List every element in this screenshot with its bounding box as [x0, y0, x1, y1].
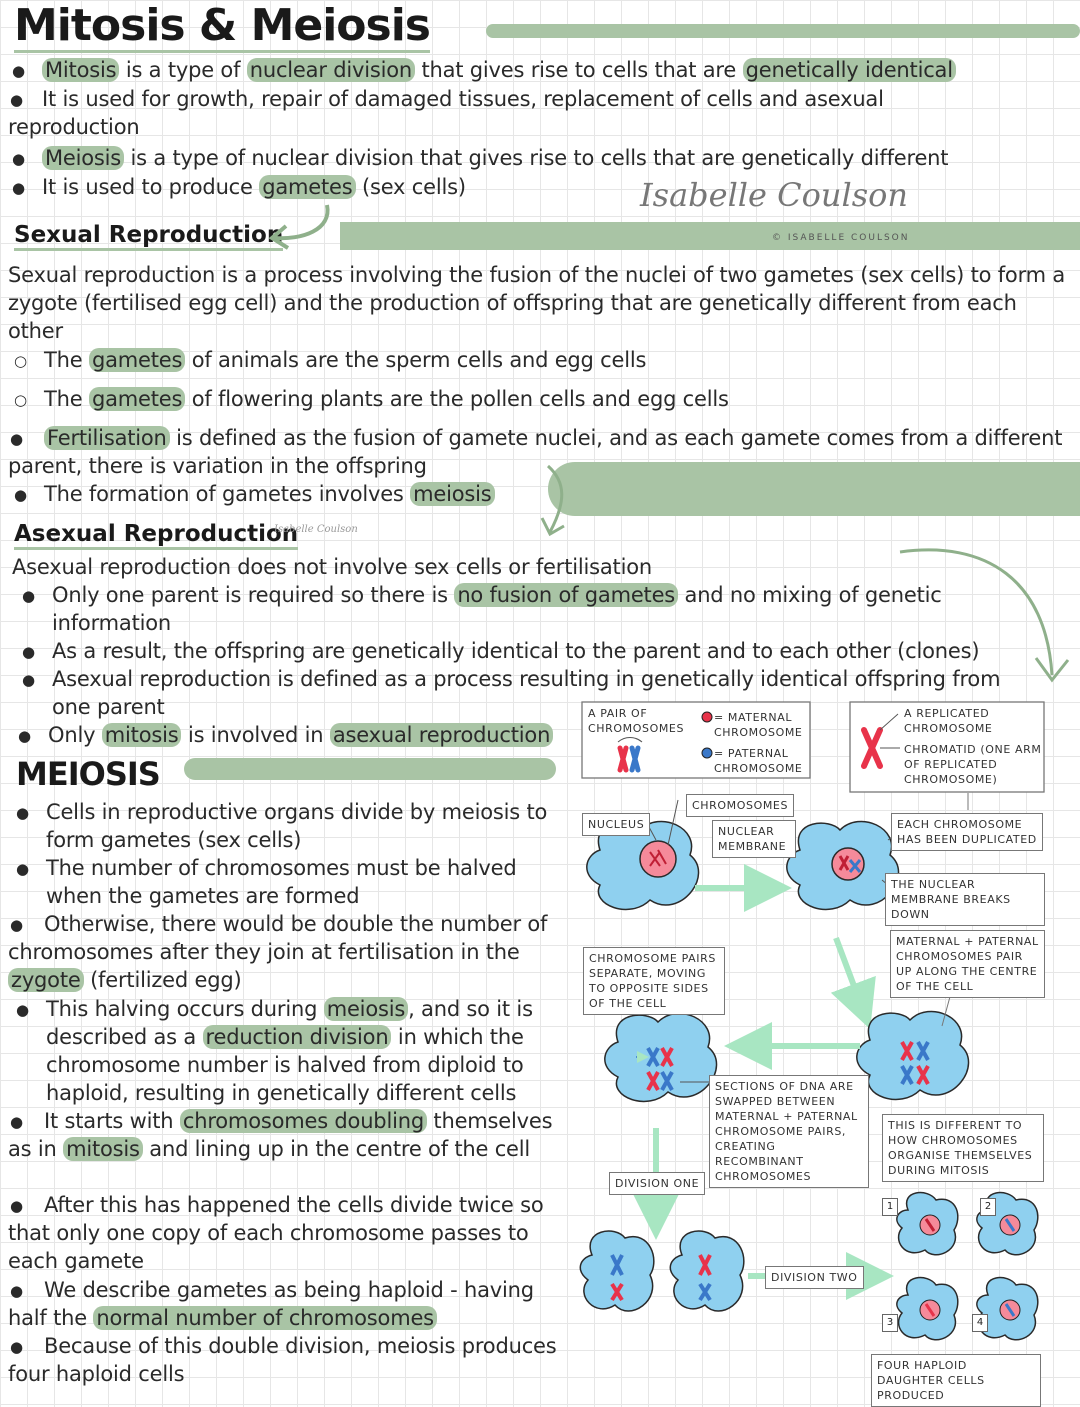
haploid-cells: [896, 1191, 1039, 1341]
cell-number-1: 1: [882, 1198, 898, 1216]
label-chromosomes: CHROMOSOMES: [686, 794, 795, 817]
label-division-one: DIVISION ONE: [609, 1172, 706, 1195]
sexual-bullet-2: The formation of gametes involves meiosi…: [14, 480, 544, 509]
label-duplicated: EACH CHROMOSOME HAS BEEN DUPLICATED: [891, 813, 1043, 851]
copyright: © ISABELLE COULSON: [772, 233, 910, 243]
label-nucleus: NUCLEUS: [582, 813, 651, 836]
label-separate: CHROMOSOME PAIRS SEPARATE, MOVING TO OPP…: [583, 947, 725, 1015]
cell-3: [856, 1010, 970, 1101]
sexual-bullet-1: ●Fertilisation is defined as the fusion …: [8, 426, 1063, 478]
cell-5: [579, 1230, 655, 1312]
meiosis-bullet-4: This halving occurs during meiosis, and …: [16, 995, 558, 1107]
label-different: THIS IS DIFFERENT TO HOW CHROMOSOMES ORG…: [882, 1114, 1044, 1182]
sexual-reproduction-heading: Sexual Reproduction: [14, 222, 284, 251]
replicated-box: [849, 701, 1045, 793]
meiosis-bullet-8: ●Because of this double division, meiosi…: [8, 1334, 557, 1386]
label-paternal: = PATERNAL CHROMOSOME: [714, 747, 803, 775]
arrow-2: [830, 936, 876, 1030]
sexual-paragraph: Sexual reproduction is a process involvi…: [8, 263, 1066, 343]
sexual-bar: [340, 222, 1080, 250]
label-swapped: SECTIONS OF DNA ARE SWAPPED BETWEEN MATE…: [709, 1075, 869, 1188]
down-arrow-icon: [540, 464, 565, 537]
nucleus: [639, 840, 677, 878]
intro-bullet-2: ●It is used for growth, repair of damage…: [8, 87, 884, 139]
label-pairup: MATERNAL + PATERNAL CHROMOSOMES PAIR UP …: [890, 930, 1045, 998]
page-title: Mitosis & Meiosis: [14, 0, 431, 53]
label-breaks: THE NUCLEAR MEMBRANE BREAKS DOWN: [885, 873, 1045, 926]
asexual-bullet-2: As a result, the offspring are genetical…: [22, 637, 1052, 666]
intro-bullet-1: Mitosis is a type of nuclear division th…: [12, 56, 1072, 85]
intro-bullet-4: It is used to produce gametes (sex cells…: [12, 173, 642, 202]
meiosis-bullet-2: The number of chromosomes must be halved…: [16, 854, 558, 910]
meiosis-bullet-3: ●Otherwise, there would be double the nu…: [8, 912, 548, 964]
label-division-two: DIVISION TWO: [765, 1266, 864, 1289]
small-signature: Isabelle Coulson: [274, 524, 358, 535]
paternal-dot-icon: [701, 747, 713, 759]
chromosome-pair-icon: [617, 737, 643, 773]
meiosis-bullet-6: ●After this has happened the cells divid…: [8, 1193, 544, 1273]
label-pair: A PAIR OF CHROMOSOMES: [588, 707, 685, 735]
big-curved-arrow-icon: [899, 548, 1070, 683]
asexual-bullet-4: Only mitosis is involved in asexual repr…: [18, 721, 588, 750]
asexual-paragraph: Asexual reproduction does not involve se…: [12, 555, 652, 579]
asexual-bullet-1: Only one parent is required so there is …: [22, 581, 952, 637]
meiosis-bullet-7: ●We describe gametes as being haploid - …: [8, 1278, 534, 1330]
intro-bullet-3: Meiosis is a type of nuclear division th…: [12, 144, 1072, 173]
label-maternal: = MATERNAL CHROMOSOME: [714, 711, 803, 739]
cell-number-2: 2: [980, 1198, 996, 1216]
cell-number-3: 3: [882, 1314, 898, 1332]
asexual-reproduction-heading: Asexual Reproduction: [14, 521, 299, 550]
cell-number-4: 4: [972, 1314, 988, 1332]
label-membrane: NUCLEAR MEMBRANE: [712, 820, 796, 858]
label-chromatid: CHROMATID (ONE ARM OF REPLICATED CHROMOS…: [904, 743, 1042, 786]
title-bar: [486, 24, 1080, 38]
label-replicated: A REPLICATED CHROMOSOME: [904, 707, 993, 735]
sexual-sub-2: The gametes of flowering plants are the …: [14, 385, 944, 414]
sexual-side-bar: [548, 462, 1080, 516]
meiosis-heading: MEIOSIS: [16, 755, 161, 793]
meiosis-bar: [184, 758, 556, 780]
label-four-cells: FOUR HAPLOID DAUGHTER CELLS PRODUCED: [871, 1354, 1041, 1407]
cell-4: [604, 1012, 718, 1103]
meiosis-bullet-5: ●It starts with chromosomes doubling the…: [8, 1109, 553, 1161]
signature: Isabelle Coulson: [640, 176, 909, 214]
sexual-sub-1: The gametes of animals are the sperm cel…: [14, 346, 944, 375]
meiosis-bullet-1: Cells in reproductive organs divide by m…: [16, 798, 558, 854]
maternal-dot-icon: [701, 711, 713, 723]
asexual-bullet-3: Asexual reproduction is defined as a pro…: [22, 665, 1042, 721]
meiosis-bullet-3-cont: zygote (fertilized egg): [8, 966, 568, 994]
curved-arrow-icon: [268, 204, 330, 250]
meiosis-diagram: [579, 701, 1045, 1341]
replicated-chromosome-icon: [861, 713, 900, 769]
